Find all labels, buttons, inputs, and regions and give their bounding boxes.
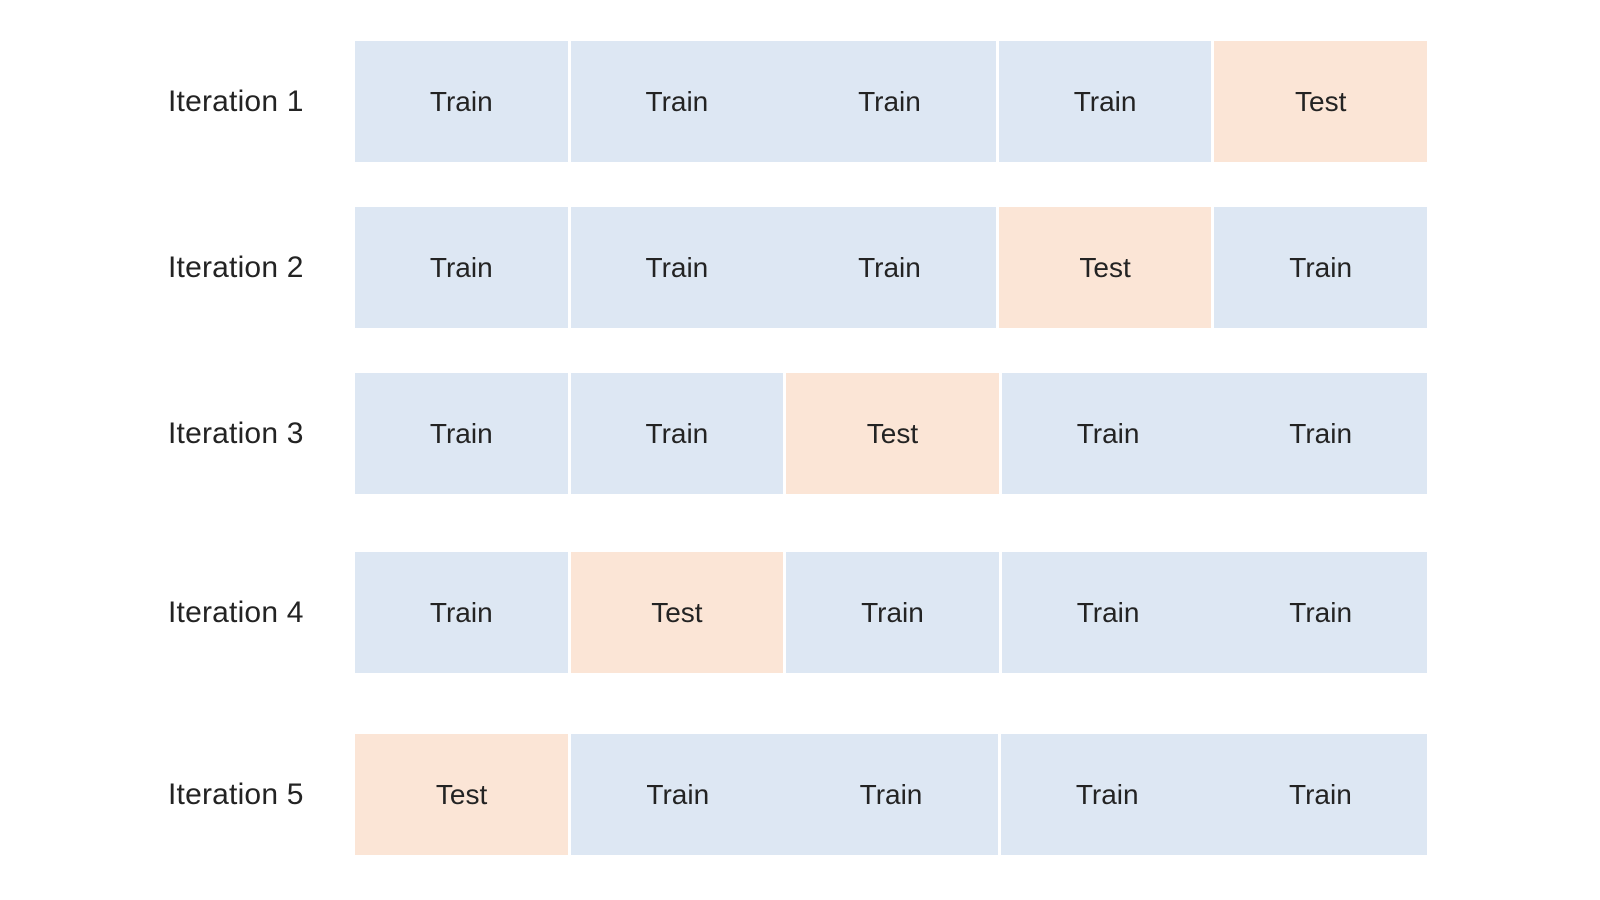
train-fold-block: Train [786,552,999,673]
fold-label: Train [429,417,493,449]
fold-label: Train [1289,778,1352,810]
fold-label: Train [645,85,709,117]
train-fold-block: Train Train [571,734,998,855]
fold-label: Train [861,596,924,628]
iteration-row: Iteration 3 Train Train Test Train Train [0,373,1600,494]
train-fold-block: Train [570,373,784,494]
train-fold-block: Train [355,373,568,494]
fold-label: Train [1076,417,1140,449]
iteration-row: Iteration 4 Train Test Train Train Train [0,552,1600,673]
test-fold-block: Test [786,373,999,494]
iteration-label: Iteration 5 [168,777,304,811]
fold-label: Train [1289,417,1353,449]
test-fold-block: Test [1214,41,1427,162]
fold-track: Train Train Train Train Test [355,41,1427,162]
iteration-label: Iteration 1 [168,84,304,118]
iteration-row: Iteration 1 Train Train Train Train Test [0,41,1600,162]
fold-label: Train [645,417,709,449]
fold-label: Train [858,251,921,283]
fold-label: Train [1075,778,1139,810]
fold-label: Train [429,85,493,117]
fold-track: Train Train Train Test Train [355,207,1427,328]
fold-label: Train [429,596,493,628]
fold-label: Train [858,85,921,117]
iteration-row: Iteration 2 Train Train Train Test Train [0,207,1600,328]
fold-label: Train [1073,85,1137,117]
train-fold-block: Train Train [1001,552,1427,673]
train-fold-block: Train [355,41,568,162]
fold-label: Train [645,251,709,283]
train-fold-block: Train Train [570,41,996,162]
test-fold-block: Test [355,734,569,855]
train-fold-block: Train [355,207,568,328]
fold-label: Train [646,778,710,810]
test-fold-block: Test [998,207,1212,328]
train-fold-block: Train Train [1001,373,1427,494]
fold-label: Train [1076,596,1140,628]
train-fold-block: Train [355,552,568,673]
fold-label: Train [1289,251,1353,283]
iteration-label: Iteration 2 [168,250,304,284]
fold-label: Test [1295,85,1347,117]
train-fold-block: Train Train [1000,734,1428,855]
fold-track: Test Train Train Train Train [355,734,1428,855]
test-fold-block: Test [570,552,784,673]
iteration-label: Iteration 4 [168,595,304,629]
fold-label: Test [866,417,919,449]
fold-label: Train [859,778,923,810]
train-fold-block: Train Train [570,207,996,328]
iteration-row: Iteration 5 Test Train Train Train Train [0,734,1600,855]
fold-track: Train Train Test Train Train [355,373,1427,494]
fold-label: Test [1079,251,1131,283]
iteration-label: Iteration 3 [168,416,304,450]
train-fold-block: Train [1214,207,1427,328]
fold-label: Train [429,251,493,283]
fold-label: Test [651,596,703,628]
train-fold-block: Train [998,41,1212,162]
fold-track: Train Test Train Train Train [355,552,1427,673]
fold-label: Train [1289,596,1353,628]
fold-label: Test [435,778,488,810]
